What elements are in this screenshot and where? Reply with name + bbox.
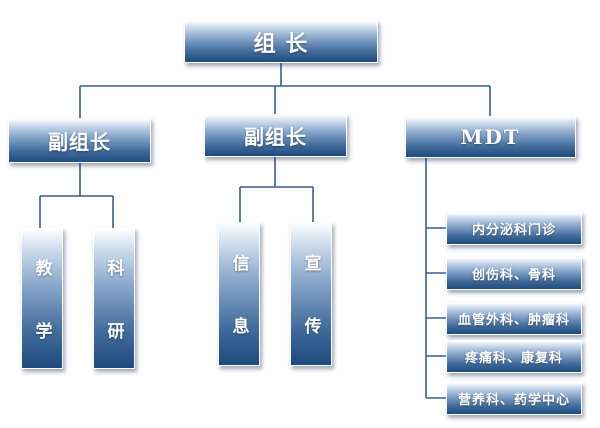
teaching-box: 教 学 <box>21 228 63 369</box>
mdt-item-endocrinology: 内分泌科门诊 <box>446 212 582 245</box>
mdt-box: MDT <box>405 116 576 158</box>
information-box: 信 息 <box>218 222 260 366</box>
mdt-item-trauma-orthopedics: 创伤科、骨科 <box>446 257 582 290</box>
publicity-box: 宣 传 <box>290 222 332 366</box>
information-label: 信 息 <box>228 254 249 354</box>
mdt-item-label: 内分泌科门诊 <box>471 223 556 238</box>
deputy-leader-left-label: 副组长 <box>48 130 111 154</box>
deputy-leader-center-box: 副组长 <box>204 114 347 157</box>
mdt-item-label: 疼痛科、康复科 <box>464 351 563 366</box>
mdt-item-vascular-oncology: 血管外科、肿瘤科 <box>446 302 582 335</box>
mdt-item-label: 创伤科、骨科 <box>471 268 556 283</box>
research-label: 科 研 <box>103 258 124 359</box>
deputy-leader-center-label: 副组长 <box>244 125 307 149</box>
publicity-label: 宣 传 <box>300 254 321 354</box>
mdt-item-pain-rehabilitation: 疼痛科、康复科 <box>446 340 582 373</box>
research-box: 科 研 <box>93 228 135 369</box>
teaching-label: 教 学 <box>31 258 52 359</box>
leader-box: 组 长 <box>184 20 378 63</box>
mdt-label: MDT <box>460 125 521 149</box>
mdt-item-label: 血管外科、肿瘤科 <box>457 313 570 328</box>
mdt-item-nutrition-pharmacy: 营养科、药学中心 <box>446 382 582 415</box>
deputy-leader-left-box: 副组长 <box>8 118 151 163</box>
leader-label: 组 长 <box>253 31 309 57</box>
mdt-item-label: 营养科、药学中心 <box>457 393 570 408</box>
